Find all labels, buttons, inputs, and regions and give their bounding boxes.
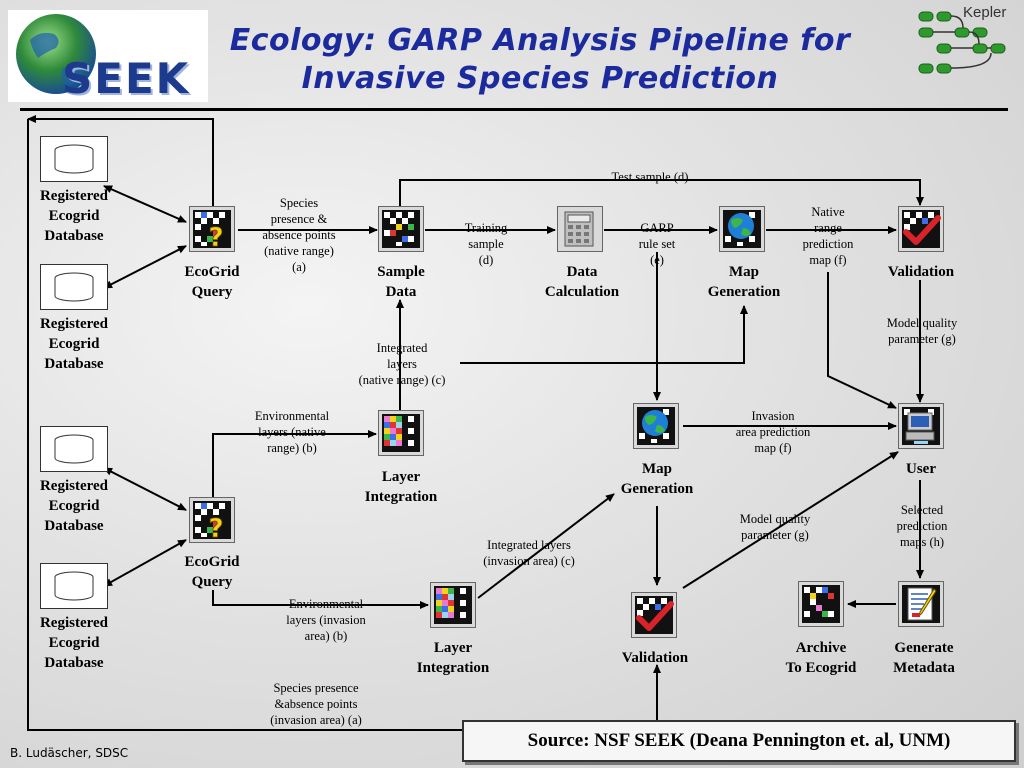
database-cylinder-icon [54,434,94,464]
kepler-wordmark: Kepler [963,4,1007,21]
svg-text:?: ? [208,514,223,543]
validation-bottom-label: Validation [621,650,689,666]
seek-logo: SEEK [8,10,208,103]
title-line-1: Ecology: GARP Analysis Pipeline for [229,23,851,58]
database-2[interactable] [40,264,108,310]
map-generation-mid-node[interactable] [633,403,679,449]
source-box: Source: NSF SEEK (Deana Pennington et. a… [462,720,1016,762]
data-calculation-node[interactable] [557,206,603,252]
layer-integration-bottom-node[interactable] [430,582,476,628]
seek-wordmark: SEEK [62,54,191,103]
generate-metadata-node[interactable] [898,581,944,627]
title-divider [20,108,1008,111]
edge-db1-query [103,185,187,223]
database-4[interactable] [40,563,108,609]
author-credit: B. Ludäscher, SDSC [10,746,129,760]
query-grid-icon: ? [189,497,235,544]
layer-grid-icon [378,410,424,456]
archive-grid-icon [798,581,844,627]
ecogrid-query-bottom-node[interactable]: ? [189,497,235,544]
user-node[interactable] [898,403,944,449]
validation-top-label: Validation [887,264,955,280]
validation-bottom-node[interactable] [631,592,677,638]
database-3[interactable] [40,426,108,472]
sample-grid-icon [378,206,424,252]
ecogrid-query-top-node[interactable]: ? [189,206,235,253]
note-species-invasion: Species presence&absence points(invasion… [270,681,362,727]
slide-title: Ecology: GARP Analysis Pipeline for Inva… [220,22,860,98]
document-edit-icon [898,581,944,627]
calculator-icon [557,206,603,252]
database-cylinder-icon [54,144,94,174]
edge-db3-query [103,467,187,511]
checkmark-grid-icon [898,206,944,252]
database-cylinder-icon [54,571,94,601]
database-cylinder-icon [54,272,94,302]
layer-integration-top-node[interactable] [378,410,424,456]
globe-grid-icon [719,206,765,252]
query-grid-icon: ? [189,206,235,253]
edge-db2-query [103,245,187,289]
layer-grid-icon [430,582,476,628]
kepler-logo: Kepler [915,4,1021,80]
edge-db4-query [103,539,187,587]
sample-data-node[interactable] [378,206,424,252]
note-integrated-invasion: Integrated layers(invasion area) (c) [483,538,575,568]
user-label: User [906,461,936,477]
map-generation-top-node[interactable] [719,206,765,252]
checkmark-grid-icon [631,592,677,638]
svg-text:?: ? [208,223,223,252]
globe-grid-icon [633,403,679,449]
archive-node[interactable] [798,581,844,627]
database-1[interactable] [40,136,108,182]
validation-top-node[interactable] [898,206,944,252]
computer-user-icon [898,403,944,449]
note-test-sample: Test sample (d) [611,170,689,184]
title-line-2: Invasive Species Prediction [301,61,779,96]
